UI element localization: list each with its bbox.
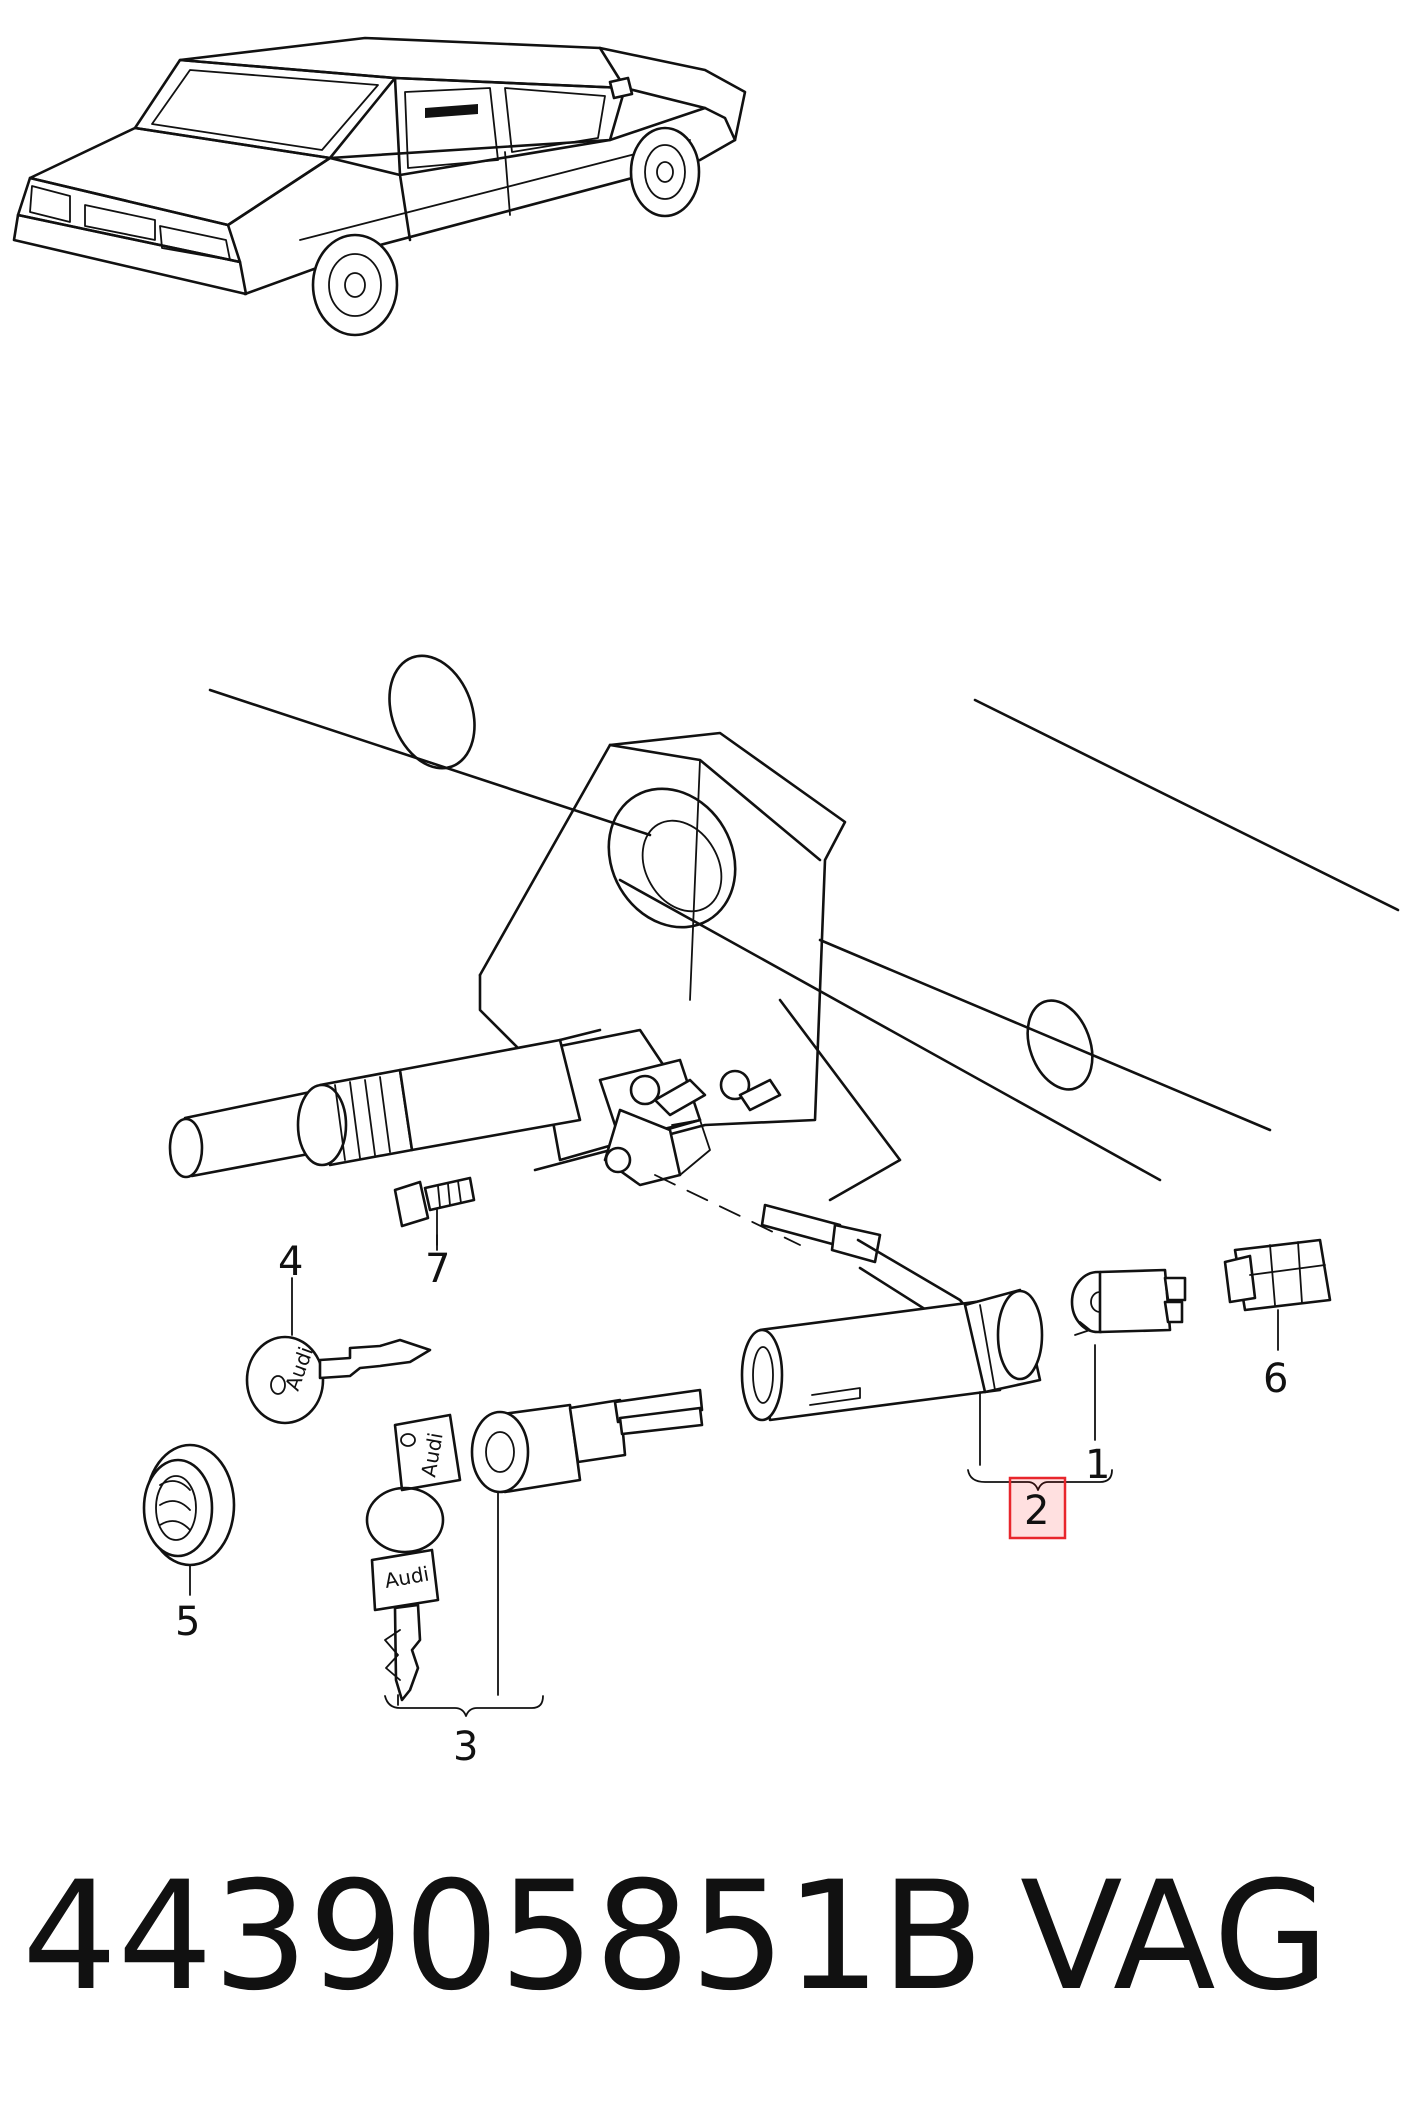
callout-5: 5 <box>175 1599 200 1645</box>
steering-shaft <box>168 1028 602 1179</box>
bolt-part-7 <box>393 1176 476 1246</box>
lock-housing-part-2 <box>740 1203 1044 1422</box>
connector-part-6 <box>1223 1238 1332 1312</box>
dash-bracket <box>208 654 1400 1202</box>
ignition-switch-part-1 <box>1070 1268 1187 1336</box>
callout-6: 6 <box>1263 1356 1288 1402</box>
car-illustration <box>12 36 747 337</box>
callout-2: 2 <box>1024 1488 1049 1534</box>
lock-cylinder-part-3: Audi Audi <box>365 1388 704 1702</box>
callout-7: 7 <box>425 1246 450 1292</box>
callout-2-highlight <box>1008 1476 1067 1540</box>
callout-3: 3 <box>453 1724 478 1770</box>
key-blank-part-4: Audi <box>245 1335 432 1425</box>
callout-labels: 4 7 5 6 1 2 3 <box>175 1239 1288 1770</box>
callout-4: 4 <box>278 1239 303 1285</box>
brand-name: VAG <box>1020 1850 1329 2024</box>
assembly-axis <box>654 1174 801 1246</box>
callout-leaders <box>189 1234 1279 1717</box>
bezel-ring-part-5 <box>142 1443 236 1567</box>
part-number: 443905851B <box>22 1850 984 2024</box>
callout-1: 1 <box>1085 1442 1110 1488</box>
